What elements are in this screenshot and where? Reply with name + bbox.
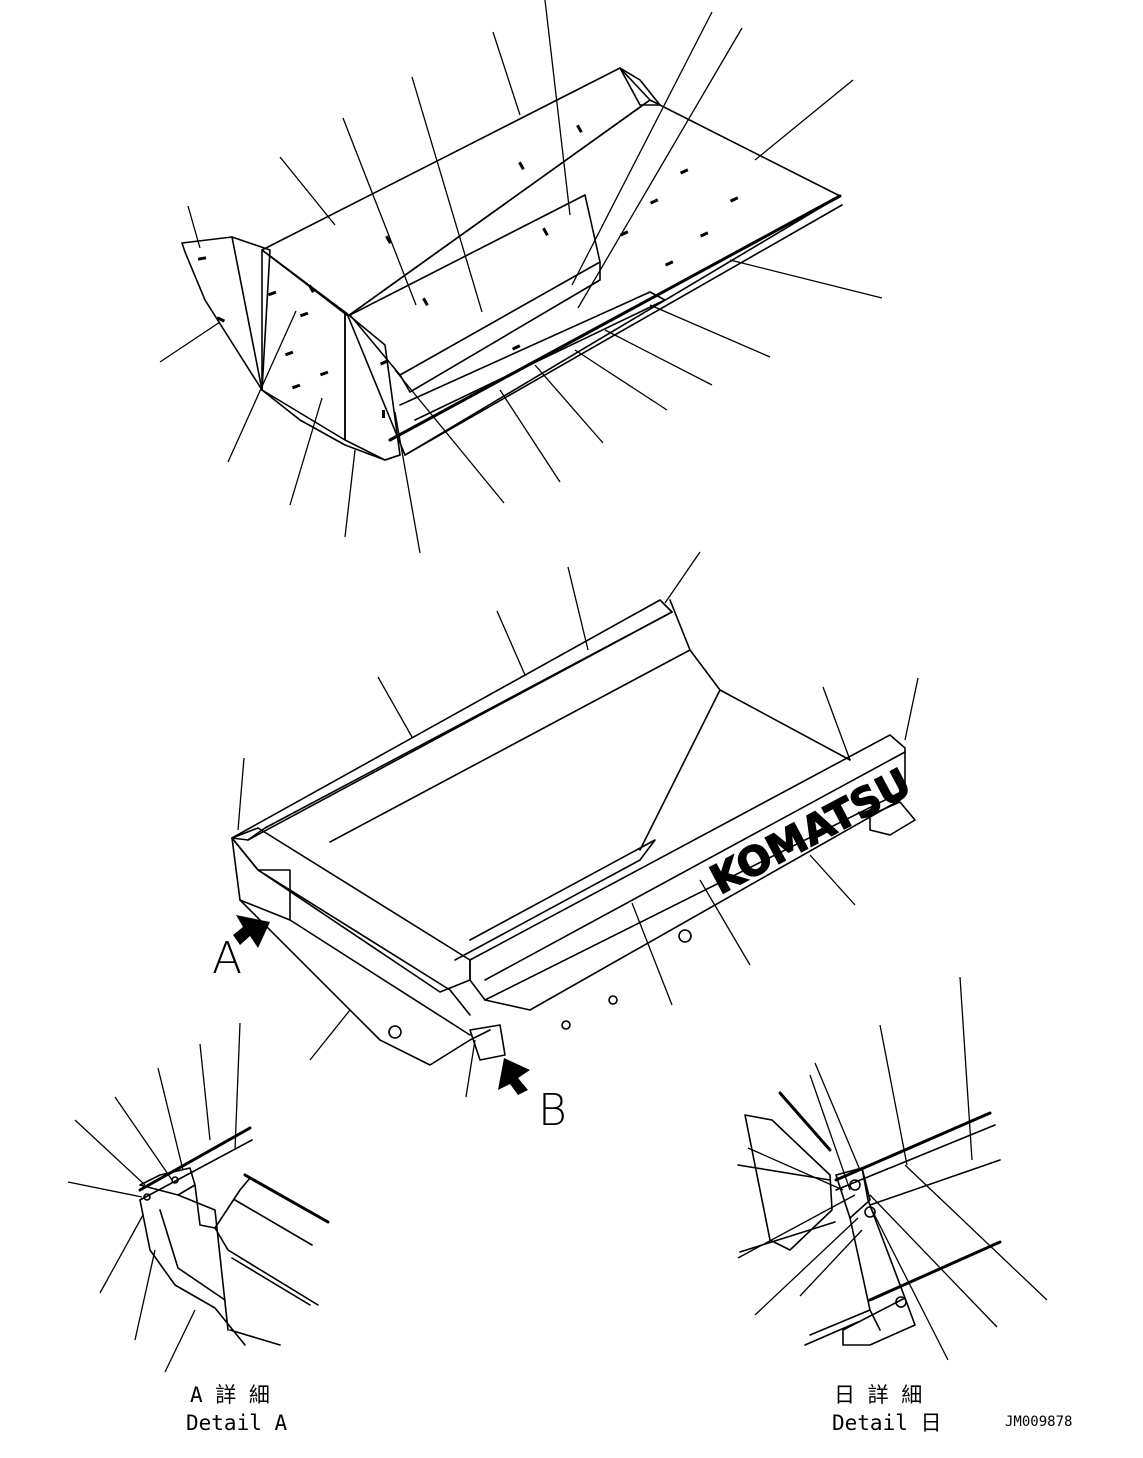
leader-lines-detail-a xyxy=(67,1022,241,1373)
drawing-number: JM009878 xyxy=(1005,1414,1072,1430)
detail-a-title-en: Detail A xyxy=(186,1411,288,1435)
detail-a-title-jp: A 詳 細 xyxy=(190,1383,270,1407)
leader-lines-top xyxy=(159,0,883,554)
slot-holes xyxy=(197,124,739,418)
detail-b-title-en: Detail 日 xyxy=(832,1411,942,1435)
view-label-a: A xyxy=(212,933,242,984)
exploded-liner-view xyxy=(159,0,883,554)
view-arrow-a xyxy=(233,915,270,948)
leader-lines-middle xyxy=(237,551,919,1098)
detail-b-view: 日 詳 細 Detail 日 xyxy=(737,976,1048,1435)
detail-a-view: A 詳 細 Detail A xyxy=(67,1022,330,1435)
view-arrow-b xyxy=(498,1058,530,1095)
view-label-b: B xyxy=(538,1085,567,1136)
brand-logo: KOMATSU xyxy=(703,760,918,904)
detail-b-title-jp: 日 詳 細 xyxy=(834,1383,922,1407)
assembled-body-view: KOMATSU A B xyxy=(212,551,919,1136)
leader-lines-detail-b xyxy=(737,976,1048,1361)
